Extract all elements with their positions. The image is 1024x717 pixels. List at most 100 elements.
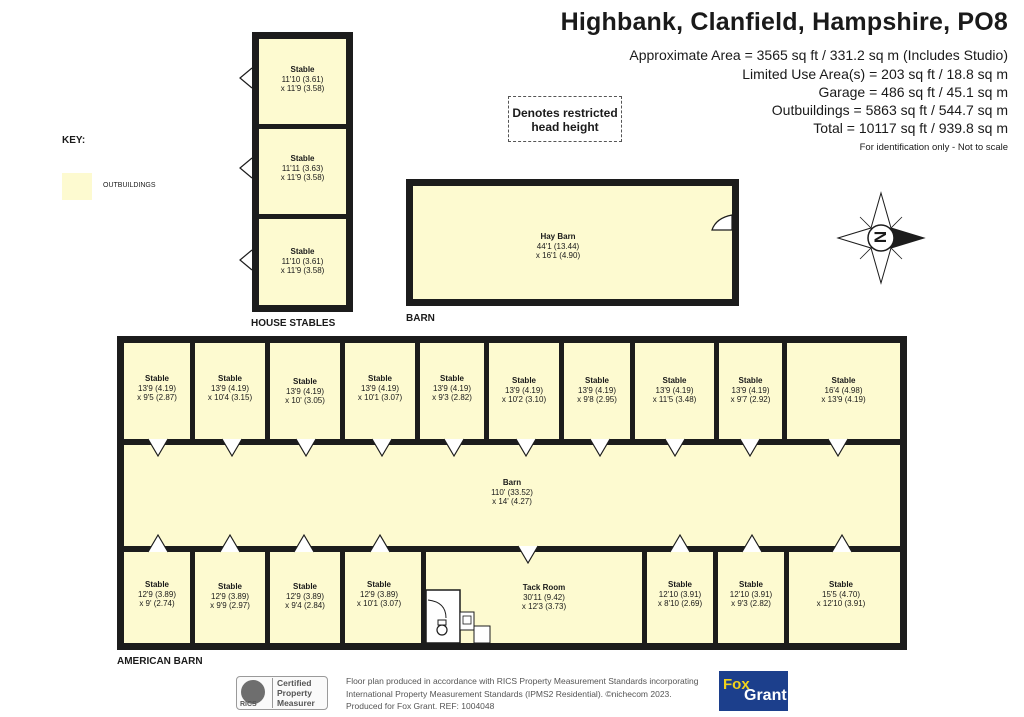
- room-dim-2: x 9'3 (2.82): [432, 393, 472, 403]
- stable-bottom-7-label: Stable 12'10 (3.91) x 9'3 (2.82): [718, 580, 784, 609]
- room-dim-2: x 14' (4.27): [492, 497, 532, 507]
- room-dim-2: x 9'8 (2.95): [577, 395, 617, 405]
- room-dim-1: 13'9 (4.19): [433, 383, 471, 393]
- room-dim-2: x 9'5 (2.87): [137, 393, 177, 403]
- door-swing-icon: [239, 67, 253, 89]
- room-name: Stable: [144, 374, 169, 383]
- stable-top-6-label: Stable 13'9 (4.19) x 10'2 (3.10): [489, 376, 559, 405]
- barn-corridor: [124, 445, 900, 546]
- compass-icon: [836, 191, 926, 285]
- room-dim-2: x 10'1 (3.07): [357, 393, 403, 403]
- stable-top-3-label: Stable 13'9 (4.19) x 10' (3.05): [270, 377, 340, 406]
- room-dim-2: x 9' (2.74): [139, 599, 175, 609]
- barn-caption: BARN: [406, 313, 435, 324]
- room-name: Stable: [511, 376, 536, 385]
- restricted-legend: Denotes restricted head height: [508, 96, 622, 142]
- room-name: Stable: [367, 374, 392, 383]
- door-swing-icon: [147, 533, 169, 553]
- room-name: Stable: [366, 580, 391, 589]
- room-name: Tack Room: [522, 583, 566, 592]
- stable-top-1-label: Stable 13'9 (4.19) x 9'5 (2.87): [124, 374, 190, 403]
- room-dim-2: x 11'5 (3.48): [652, 395, 697, 405]
- room-dim-2: x 11'9 (3.58): [280, 266, 325, 276]
- door-swing-icon: [664, 438, 686, 458]
- cert-line-2: Property: [277, 688, 312, 698]
- door-swing-icon: [831, 533, 853, 553]
- door-swing-icon: [589, 438, 611, 458]
- room-dim-2: x 13'9 (4.19): [821, 395, 866, 405]
- stable-bottom-8-label: Stable 15'5 (4.70) x 12'10 (3.91): [789, 580, 893, 609]
- area-limited-use: Limited Use Area(s) = 203 sq ft / 18.8 s…: [742, 66, 1008, 82]
- door-swing-icon: [147, 438, 169, 458]
- room-dim-1: 13'9 (4.19): [731, 385, 770, 395]
- room-dim-1: 13'9 (4.19): [655, 385, 694, 395]
- door-swing-icon: [739, 438, 761, 458]
- door-swing-icon: [221, 438, 243, 458]
- room-dim-2: x 11'9 (3.58): [280, 173, 325, 183]
- room-name: Stable: [290, 247, 315, 256]
- room-dim-2: x 9'9 (2.97): [210, 601, 250, 611]
- stable-top-7: [564, 343, 630, 439]
- wc-icon: [425, 589, 461, 644]
- key-label: OUTBUILDINGS: [103, 182, 156, 189]
- fox-grant-logo: Fox Grant: [719, 671, 788, 711]
- footer-text-line-3: Produced for Fox Grant. REF: 1004048: [346, 701, 495, 711]
- room-dim-1: 12'10 (3.91): [729, 589, 773, 599]
- room-dim-1: 12'9 (3.89): [360, 589, 398, 599]
- room-dim-2: x 16'1 (4.90): [535, 251, 581, 261]
- room-dim-1: 16'4 (4.98): [824, 385, 863, 395]
- room-dim-2: x 9'3 (2.82): [731, 599, 771, 609]
- property-title: Highbank, Clanfield, Hampshire, PO8: [560, 8, 1008, 36]
- room-dim-2: x 10' (3.05): [285, 396, 325, 406]
- stable-top-10: [787, 343, 900, 439]
- stable-bottom-4: [345, 552, 421, 643]
- room-name: Stable: [439, 374, 464, 383]
- door-swing-icon: [827, 438, 849, 458]
- door-swing-icon: [369, 533, 391, 553]
- door-swing-icon: [295, 438, 317, 458]
- house-stable-2-label: Stable 11'11 (3.63) x 11'9 (3.58): [259, 154, 346, 183]
- stable-top-5-label: Stable 13'9 (4.19) x 9'3 (2.82): [420, 374, 484, 403]
- room-name: Stable: [290, 65, 315, 74]
- stable-top-7-label: Stable 13'9 (4.19) x 9'8 (2.95): [564, 376, 630, 405]
- room-dim-2: x 12'10 (3.91): [816, 599, 866, 609]
- room-dim-1: 13'9 (4.19): [578, 385, 616, 395]
- rics-badge: RICS Certified Property Measurer: [236, 676, 328, 710]
- key-swatch: [62, 173, 92, 200]
- door-swing-icon: [515, 438, 537, 458]
- room-dim-2: x 10'2 (3.10): [501, 395, 547, 405]
- area-total: Total = 10117 sq ft / 939.8 sq m: [813, 120, 1008, 136]
- stable-bottom-4-label: Stable 12'9 (3.89) x 10'1 (3.07): [345, 580, 413, 609]
- stable-bottom-7: [718, 552, 784, 643]
- room-dim-2: x 8'10 (2.69): [657, 599, 703, 609]
- stable-top-8: [635, 343, 714, 439]
- room-name: Stable: [738, 376, 763, 385]
- stable-bottom-8: [789, 552, 900, 643]
- house-stable-3-label: Stable 11'10 (3.61) x 11'9 (3.58): [259, 247, 346, 276]
- area-garage: Garage = 486 sq ft / 45.1 sq m: [818, 84, 1009, 100]
- stable-top-8-label: Stable 13'9 (4.19) x 11'5 (3.48): [635, 376, 714, 405]
- stable-bottom-2-label: Stable 12'9 (3.89) x 9'9 (2.97): [195, 582, 265, 611]
- sink-icon: [459, 611, 491, 644]
- house-stable-2: [259, 129, 346, 214]
- cert-line-1: Certified: [277, 678, 312, 688]
- room-name: Stable: [217, 374, 242, 383]
- room-dim-1: 44'1 (13.44): [536, 241, 580, 251]
- room-dim-2: x 12'3 (3.73): [521, 602, 567, 612]
- logo-fox: Fox: [723, 676, 750, 693]
- door-swing-icon: [443, 438, 465, 458]
- compass-north-letter: N: [871, 230, 890, 244]
- room-dim-2: x 10'4 (3.15): [207, 393, 253, 403]
- stable-bottom-6: [647, 552, 713, 643]
- room-name: Hay Barn: [540, 232, 576, 241]
- room-dim-1: 11'10 (3.61): [281, 74, 324, 84]
- footer-text-line-2: International Property Measurement Stand…: [346, 688, 672, 699]
- room-name: Stable: [831, 376, 856, 385]
- door-swing-icon: [371, 438, 393, 458]
- footer-text: Floor plan produced in accordance with R…: [346, 675, 698, 713]
- door-swing-icon: [239, 157, 253, 179]
- stable-top-1: [124, 343, 190, 439]
- house-stable-1: [259, 39, 346, 124]
- stable-top-9-label: Stable 13'9 (4.19) x 9'7 (2.92): [719, 376, 782, 405]
